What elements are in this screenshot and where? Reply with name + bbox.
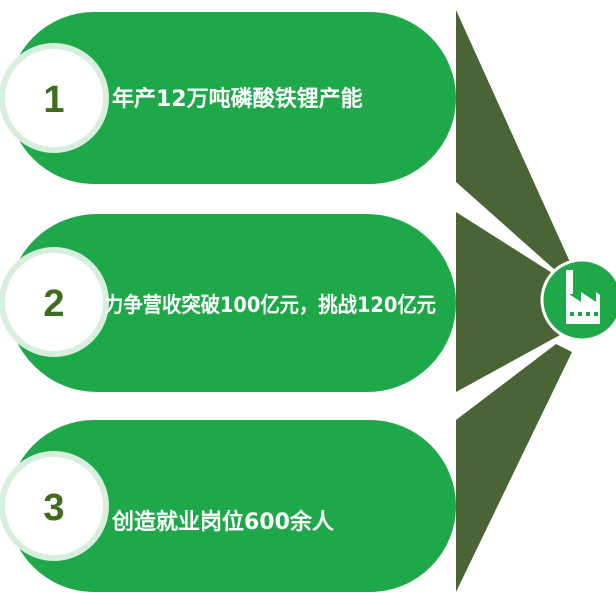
number-circle-3 xyxy=(0,451,109,561)
funnel-connector-3 xyxy=(456,344,572,592)
item-bar-1 xyxy=(8,12,456,184)
factory-icon xyxy=(566,270,600,324)
item-bar-2 xyxy=(8,214,456,392)
funnel-connector-1 xyxy=(456,10,570,270)
item-text-1: 年产12万吨磷酸铁锂产能 xyxy=(112,86,363,112)
number-circle-1 xyxy=(0,43,109,153)
item-text-2: 力争营收突破100亿元，挑战120亿元 xyxy=(104,293,436,317)
item-bar-3 xyxy=(8,420,456,592)
hub-circle xyxy=(540,258,616,342)
item-number-1: 1 xyxy=(43,79,64,121)
item-number-3: 3 xyxy=(43,487,64,529)
item-number-2: 2 xyxy=(43,283,64,325)
funnel-connector-2 xyxy=(456,212,560,392)
number-circle-2 xyxy=(0,247,109,357)
item-text-3: 创造就业岗位600余人 xyxy=(111,509,334,535)
